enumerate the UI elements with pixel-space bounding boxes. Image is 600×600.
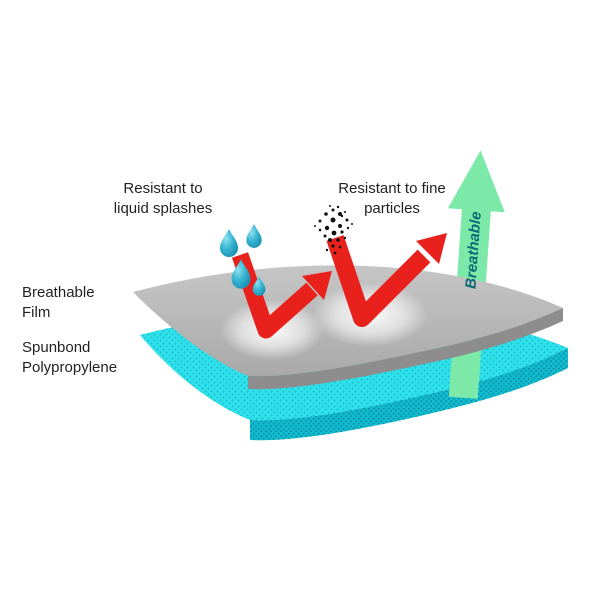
particle-resistance-line1: Resistant to fine: [338, 180, 446, 197]
breathable-film-layer: [133, 265, 563, 390]
water-droplet: [220, 229, 238, 257]
spunbond-front-texture: [250, 348, 568, 441]
liquid-bounce-arrowhead: [302, 271, 332, 300]
film-layer-label: Breathable Film: [22, 284, 95, 321]
water-droplet: [231, 259, 251, 289]
breathable-arrow-head: [447, 150, 505, 213]
particle-bounce-arrow: [326, 233, 447, 327]
spunbond-layer-line1: Spunbond: [22, 339, 90, 356]
breathable-arrow-label: Breathable: [462, 211, 484, 290]
film-front-edge: [248, 308, 563, 390]
spunbond-layer-line2: Polypropylene: [22, 359, 117, 376]
liquid-resistance-label: Resistant to liquid splashes: [114, 180, 212, 217]
particle-bounce-path: [326, 235, 431, 327]
liquid-resistance-line2: liquid splashes: [114, 200, 212, 217]
particle-bounce-arrowhead: [416, 233, 447, 264]
particle-resistance-label: Resistant to fine particles: [338, 180, 446, 217]
fine-particles: [314, 205, 353, 255]
film-layer-line2: Film: [22, 304, 50, 321]
breathable-arrow-label-group: Breathable: [462, 211, 484, 290]
liquid-resistance-line1: Resistant to: [123, 180, 202, 197]
film-layer-line1: Breathable: [22, 284, 95, 301]
particle-resistance-line2: particles: [364, 200, 420, 217]
water-droplet: [246, 224, 262, 248]
spunbond-layer-label: Spunbond Polypropylene: [22, 339, 117, 376]
water-droplets: [220, 224, 266, 296]
water-droplet: [252, 276, 266, 296]
